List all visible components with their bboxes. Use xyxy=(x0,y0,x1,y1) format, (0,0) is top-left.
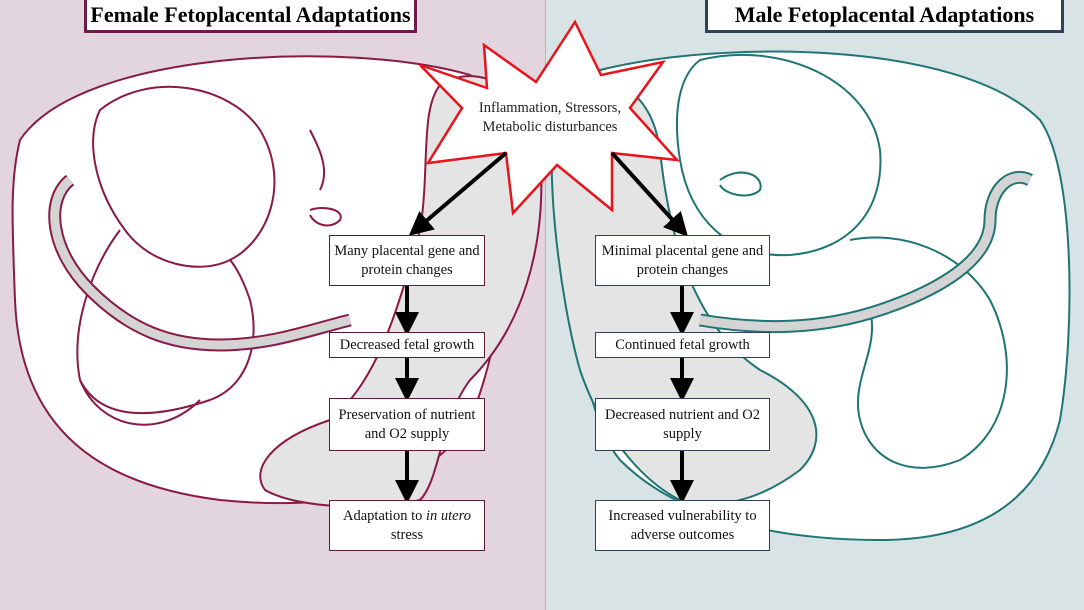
female-step-outcome: Adaptation to in utero stress xyxy=(329,500,485,551)
outcome-suffix: stress xyxy=(390,526,424,543)
male-title: Male Fetoplacental Adaptations xyxy=(705,0,1064,33)
stressor-label: Inflammation, Stressors, Metabolic distu… xyxy=(478,100,622,135)
male-step-growth: Continued fetal growth xyxy=(595,332,770,358)
stressor-starburst xyxy=(419,19,681,216)
female-step-gene-changes: Many placental gene and protein changes xyxy=(329,235,485,286)
male-step-outcome: Increased vulnerability to adverse outco… xyxy=(595,500,770,551)
male-step-supply: Decreased nutrient and O2 supply xyxy=(595,398,770,451)
outcome-prefix: Adaptation to xyxy=(343,508,426,524)
female-title: Female Fetoplacental Adaptations xyxy=(84,0,417,33)
female-step-supply: Preservation of nutrient and O2 supply xyxy=(329,398,485,451)
female-step-growth: Decreased fetal growth xyxy=(329,332,485,358)
male-step-gene-changes: Minimal placental gene and protein chang… xyxy=(595,235,770,286)
outcome-italic: in utero xyxy=(425,508,471,524)
flow-arrows xyxy=(395,151,694,504)
